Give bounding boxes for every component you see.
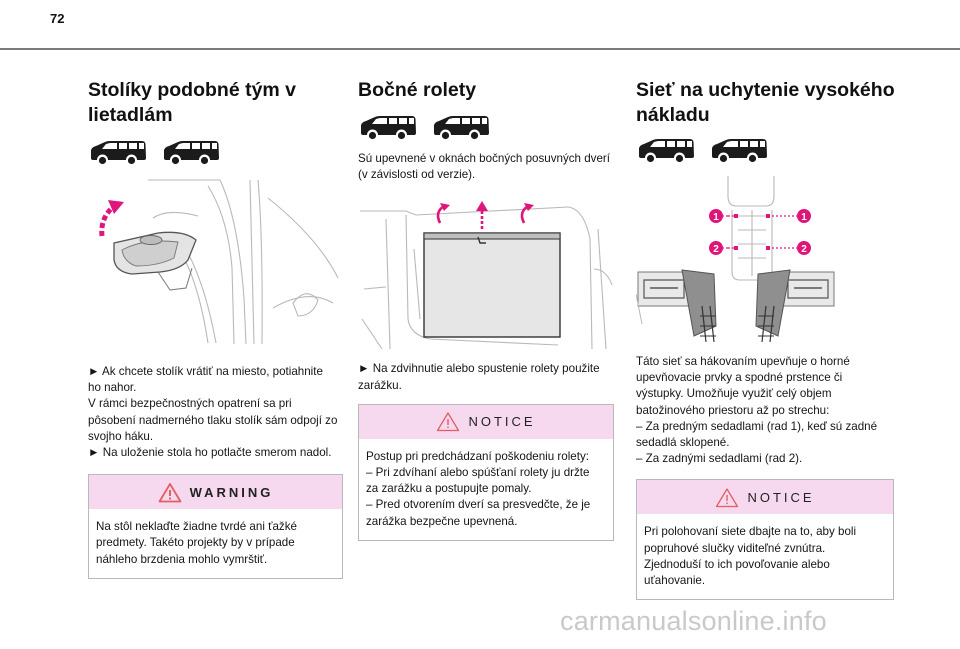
section-title: Stolíky podobné tým v lietadlám <box>88 78 372 128</box>
notice-box: NOTICE Postup pri predchádzaní poškodeni… <box>358 403 614 541</box>
svg-text:1: 1 <box>713 212 719 223</box>
up-arrow-icon <box>108 200 124 214</box>
instructions-text: ► Na zdvihnutie alebo spustenie rolety p… <box>358 362 600 392</box>
section-title: Sieť na uchytenie vysokého nákladu <box>636 78 920 128</box>
section-title-line: Bočné rolety <box>358 79 477 101</box>
intro-text: Sú upevnené v oknách bočných posuvných d… <box>358 152 611 182</box>
side-blind-illustration <box>360 201 613 350</box>
instructions-text: Táto sieť sa hákovaním upevňuje o horné … <box>636 355 878 466</box>
section-title-line: lietadlám <box>88 104 173 126</box>
warning-text: Na stôl neklaďte žiadne tvrdé ani ťažké … <box>96 520 297 566</box>
warning-triangle-icon <box>158 482 181 503</box>
warning-title: WARNING <box>189 484 274 500</box>
notice-title: NOTICE <box>747 489 815 505</box>
section-airline-tables: Stolíky podobné tým v lietadlám ► Ak chc… <box>88 78 372 579</box>
right-anchor-detail <box>755 269 835 342</box>
notice-box: NOTICE Pri polohovaní siete dbajte na to… <box>636 479 894 601</box>
svg-text:2: 2 <box>713 244 719 255</box>
van-icon <box>88 140 148 166</box>
section-side-blinds: Bočné rolety Sú upevnené v oknách bočnýc… <box>358 78 642 541</box>
warning-box: WARNING Na stôl neklaďte žiadne tvrdé an… <box>88 474 343 579</box>
section-title: Bočné rolety <box>358 78 642 103</box>
section-title-line: nákladu <box>636 104 710 126</box>
callout-2-left: 2 <box>709 241 723 255</box>
vehicle-icons <box>88 140 372 166</box>
notice-header: NOTICE <box>359 404 613 439</box>
notice-text: Pri polohovaní siete dbajte na to, aby b… <box>644 525 857 588</box>
van-icon <box>358 115 418 141</box>
callout-2-right: 2 <box>797 241 811 255</box>
callout-1-left: 1 <box>709 209 723 223</box>
notice-text: Postup pri predchádzaní poškodeniu rolet… <box>366 449 591 528</box>
van-icon <box>636 138 696 164</box>
notice-triangle-icon <box>716 488 739 508</box>
van-icon <box>161 140 221 166</box>
folding-table-illustration <box>99 179 339 345</box>
page-number: 72 <box>50 11 65 26</box>
notice-title: NOTICE <box>468 414 536 430</box>
vehicle-icons <box>636 138 920 164</box>
notice-triangle-icon <box>437 412 460 432</box>
notice-header: NOTICE <box>637 480 893 515</box>
svg-text:1: 1 <box>801 212 807 223</box>
svg-text:2: 2 <box>801 244 807 255</box>
left-anchor-detail <box>636 269 717 342</box>
up-arrow-icon <box>476 201 488 212</box>
watermark: carmanualsonline.info <box>560 606 827 636</box>
load-net-diagram: 1 1 2 2 <box>636 176 835 342</box>
header-rule <box>0 48 960 50</box>
vehicle-icons <box>358 115 642 141</box>
section-high-load-net: Sieť na uchytenie vysokého nákladu 1 1 <box>636 78 920 601</box>
section-title-line: Stolíky podobné tým v <box>88 79 297 101</box>
callout-1-right: 1 <box>797 209 811 223</box>
van-icon <box>709 138 769 164</box>
warning-header: WARNING <box>89 475 342 510</box>
instructions-text: ► Ak chcete stolík vrátiť na miesto, pot… <box>88 365 338 460</box>
section-title-line: Sieť na uchytenie vysokého <box>636 79 895 101</box>
van-icon <box>431 115 491 141</box>
